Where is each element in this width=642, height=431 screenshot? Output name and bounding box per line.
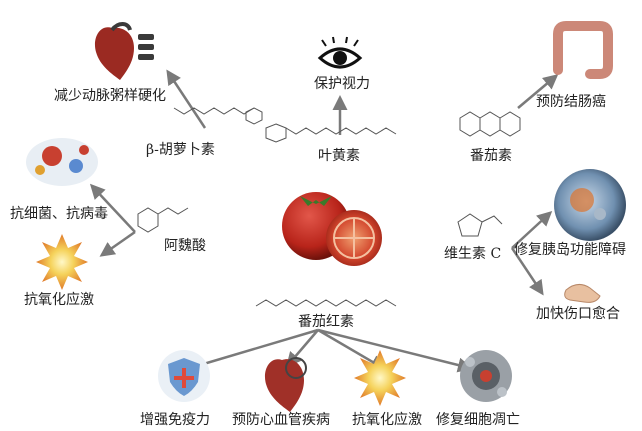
label-antioxidant-bottom: 抗氧化应激 xyxy=(352,412,422,428)
label-ferulic-acid: 阿魏酸 xyxy=(164,238,206,254)
lutein-molecule xyxy=(265,123,397,143)
label-antibacterial-antiviral: 抗细菌、抗病毒 xyxy=(10,206,108,222)
label-vitamin-c: 维生素 C xyxy=(444,246,502,262)
arrow-lycopene-to-apoptosis xyxy=(317,328,473,373)
label-lycopene: 番茄红素 xyxy=(298,314,354,330)
eye-icon xyxy=(317,36,363,69)
arrow-vitc-to-islet xyxy=(511,210,553,249)
label-enhance-immunity: 增强免疫力 xyxy=(140,412,210,428)
arrow-lycopene-to-immunity xyxy=(187,328,319,372)
vitamin-c-molecule xyxy=(457,213,503,237)
label-antioxidant-left: 抗氧化应激 xyxy=(24,292,94,308)
cell-apoptosis-icon xyxy=(460,350,512,402)
antioxidant-burst-icon-left xyxy=(36,234,88,290)
arrow-lycopene-to-antioxidant xyxy=(317,328,386,370)
arrow-ferulic-to-antioxidant xyxy=(99,230,136,257)
arrow-beta-to-atherosclerosis xyxy=(166,69,207,129)
label-beta-carotene: β-胡萝卜素 xyxy=(146,142,215,158)
label-repair-apoptosis: 修复细胞凋亡 xyxy=(436,412,520,428)
heart-vessel-icon xyxy=(264,357,307,412)
virus-icon xyxy=(26,138,98,186)
arrow-ferulic-to-antibacterial xyxy=(89,183,136,233)
lycopene-molecule xyxy=(255,299,397,307)
arrow-vitc-to-wound xyxy=(510,247,544,296)
shield-icon xyxy=(158,350,210,402)
label-reduce-atherosclerosis: 减少动脉粥样硬化 xyxy=(54,88,166,104)
beta-carotene-molecule xyxy=(173,107,263,125)
tomato-image xyxy=(282,192,382,266)
label-tomatine: 番茄素 xyxy=(470,148,512,164)
label-protect-vision: 保护视力 xyxy=(314,76,370,92)
arrow-tomatine-to-colon xyxy=(517,74,559,109)
label-lutein: 叶黄素 xyxy=(318,148,360,164)
label-repair-islet: 修复胰岛功能障碍 xyxy=(514,242,626,258)
antioxidant-burst-icon-bottom xyxy=(354,350,406,406)
colon-icon xyxy=(553,21,613,79)
foot-icon xyxy=(564,284,601,303)
label-prevent-cardiovascular: 预防心血管疾病 xyxy=(232,412,330,428)
ferulic-acid-molecule xyxy=(137,207,189,233)
label-prevent-colon-cancer: 预防结肠癌 xyxy=(536,94,606,110)
heart-artery-icon xyxy=(94,22,154,80)
tomatine-molecule xyxy=(459,111,521,137)
label-wound-healing: 加快伤口愈合 xyxy=(536,306,620,322)
islet-icon xyxy=(554,169,626,241)
arrows xyxy=(89,69,559,373)
